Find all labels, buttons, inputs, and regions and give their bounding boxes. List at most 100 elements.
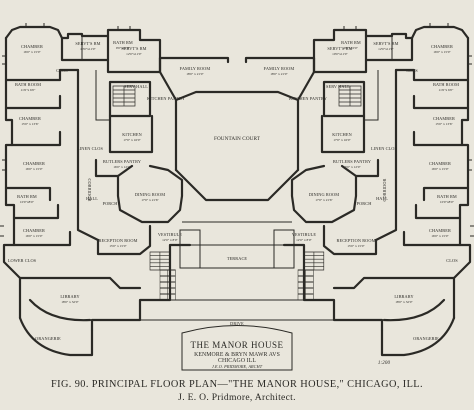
right-room-name: CHAMBER	[429, 228, 451, 233]
left-room-name: LINEN CLOS	[77, 146, 103, 151]
right-room-dimension: 11'6"x 6'0"	[439, 88, 454, 92]
right-room-dimension: 16'0" x 15'0"	[431, 167, 449, 171]
left-room-name: PORCH	[103, 201, 118, 206]
right-room-name: PORCH	[357, 201, 372, 206]
left-room-name: BATH RM	[113, 40, 133, 45]
left-room-dimension: 17'0" x 16'0"	[123, 138, 141, 142]
right-room-name: DINING ROOM	[309, 192, 339, 197]
architect-credit: J. E. O. Pridmore, Architect.	[178, 392, 296, 403]
left-room-dimension: 18'0" x 21'0"	[186, 72, 204, 76]
right-room-dimension: 16'0" x 15'0"	[431, 234, 449, 238]
figure-caption: FIG. 90. PRINCIPAL FLOOR PLAN—"THE MANOR…	[51, 379, 423, 390]
right-room-name: FAMILY ROOM	[264, 66, 295, 71]
right-room-name: HALL	[376, 196, 388, 201]
right-room-dimension: 17'0" x 16'0"	[333, 138, 351, 142]
right-stair-upper	[338, 85, 362, 107]
left-room-name: BATH ROOM	[15, 82, 41, 87]
title-block-line2: CHICAGO ILL	[218, 358, 256, 364]
right-room-name: CLOS	[446, 258, 458, 263]
right-room-name: LINEN CLOS	[371, 146, 397, 151]
left-room-dimension: 12'0"x11'0"	[126, 52, 142, 56]
left-room-name: CHAMBER	[19, 116, 41, 121]
right-room-dimension: 15'0" x 15'0"	[347, 244, 365, 248]
left-room-name: VESTIBULE	[158, 232, 183, 237]
left-room-dimension: 17'0" x 21'6"	[141, 198, 159, 202]
left-room-name: CHAMBER	[23, 161, 45, 166]
right-room-name: SERVT'S RM	[327, 46, 352, 51]
left-room-dimension: 16'0" x 15'0"	[23, 50, 41, 54]
terrace-label: TERRACE	[227, 256, 248, 261]
right-room-dimension: 10'0"x8'0"	[440, 200, 455, 204]
right-room-name: CORRIDOR	[382, 178, 387, 201]
right-room-name: BATH RM	[341, 40, 361, 45]
left-room-name: LOWER CLOS	[8, 258, 37, 263]
left-room-dimension: 18'0" x 32'0"	[61, 300, 79, 304]
left-terrace-steps	[159, 269, 176, 301]
left-room-name: HALL	[86, 196, 98, 201]
right-room-name: KITCHEN	[332, 132, 352, 137]
title-frame	[181, 325, 293, 371]
right-room-dimension: 9'0"x10'0"	[344, 46, 359, 50]
terrace-outline	[170, 221, 304, 269]
right-room-dimension: 12'0"x11'0"	[378, 47, 394, 51]
left-room-name: CLOS	[56, 68, 68, 73]
left-room-dimension: 11'6"x 6'0"	[21, 88, 36, 92]
right-terrace-steps	[297, 269, 314, 301]
right-room-dimension: 10'0"x11'0"	[332, 52, 348, 56]
left-room-name: SERVT'S RM	[75, 41, 100, 46]
right-room-name: CLOS	[406, 68, 418, 73]
scale-note: 1:200	[378, 361, 391, 366]
drive-line	[92, 299, 382, 321]
right-room-dimension: 12'0" x 8'0"	[296, 238, 312, 242]
left-room-name: FAMILY ROOM	[180, 66, 211, 71]
right-room-name: RECEPTION ROOM	[337, 238, 376, 243]
left-room-name: CHAMBER	[23, 228, 45, 233]
right-room-name: KITCHEN PANTRY	[289, 96, 327, 101]
fountain-court-label: FOUNTAIN COURT	[214, 136, 261, 142]
left-room-dimension: 9'0"x10'0"	[116, 46, 131, 50]
left-room-name: BATH RM	[17, 194, 37, 199]
left-room-name: KITCHEN	[122, 132, 142, 137]
left-room-dimension: 16'0" x 12'0"	[113, 165, 131, 169]
left-room-name: ORANGERIE	[35, 336, 61, 341]
left-room-name: LIBRARY	[60, 294, 79, 299]
left-room-name: CORRIDOR	[87, 178, 92, 201]
right-room-dimension: 18'0" x 32'0"	[395, 300, 413, 304]
right-room-dimension: 15'0" x 13'6"	[435, 122, 453, 126]
right-room-name: LIBRARY	[394, 294, 413, 299]
left-room-dimension: 15'0" x 15'0"	[109, 244, 127, 248]
right-room-dimension: 17'0" x 21'6"	[315, 198, 333, 202]
left-room-dimension: 10'0"x11'0"	[80, 47, 96, 51]
left-room-dimension: 12'0" x 8'0"	[162, 238, 178, 242]
left-room-dimension: 15'0" x 13'6"	[21, 122, 39, 126]
right-room-name: CHAMBER	[433, 116, 455, 121]
court-outline	[174, 90, 300, 202]
title-block-line1: KENMORE & BRYN MAWR AVS	[194, 352, 280, 358]
right-room-dimension: 16'0" x 12'0"	[343, 165, 361, 169]
left-room-name: DINING ROOM	[135, 192, 165, 197]
left-room-name: CHAMBER	[21, 44, 43, 49]
drive-label: DRIVE	[230, 321, 244, 326]
right-room-name: BATH RM	[437, 194, 457, 199]
right-room-name: SERV HALL	[326, 84, 350, 89]
right-stair-lower	[303, 251, 325, 271]
right-room-name: CHAMBER	[429, 161, 451, 166]
right-room-name: ORANGERIE	[413, 336, 439, 341]
left-room-dimension: 10'0"x8'0"	[20, 200, 35, 204]
title-block-architect: J.E.O. PRIDMORE, ARCHT	[212, 364, 263, 370]
right-room-name: BUTLERS PANTRY	[333, 159, 371, 164]
title-block-title: THE MANOR HOUSE	[191, 340, 284, 350]
right-room-dimension: 16'0" x 15'0"	[433, 50, 451, 54]
right-room-name: CHAMBER	[431, 44, 453, 49]
left-room-dimension: 16'0" x 15'0"	[25, 167, 43, 171]
left-room-name: KITCHEN PANTRY	[147, 96, 185, 101]
right-room-name: VESTIBULE	[292, 232, 317, 237]
left-room-name: SERVT'S RM	[121, 46, 146, 51]
left-room-dimension: 16'0" x 15'0"	[25, 234, 43, 238]
left-room-name: BUTLERS PANTRY	[103, 159, 141, 164]
left-stair-lower	[149, 251, 171, 271]
left-stair-upper	[112, 85, 136, 107]
